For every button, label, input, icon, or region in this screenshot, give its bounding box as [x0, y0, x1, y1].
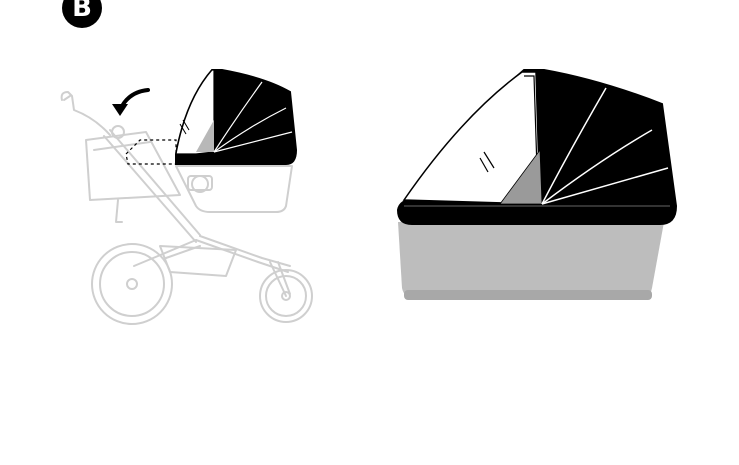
step-badge: B [62, 0, 102, 28]
step-label: B [72, 0, 92, 23]
